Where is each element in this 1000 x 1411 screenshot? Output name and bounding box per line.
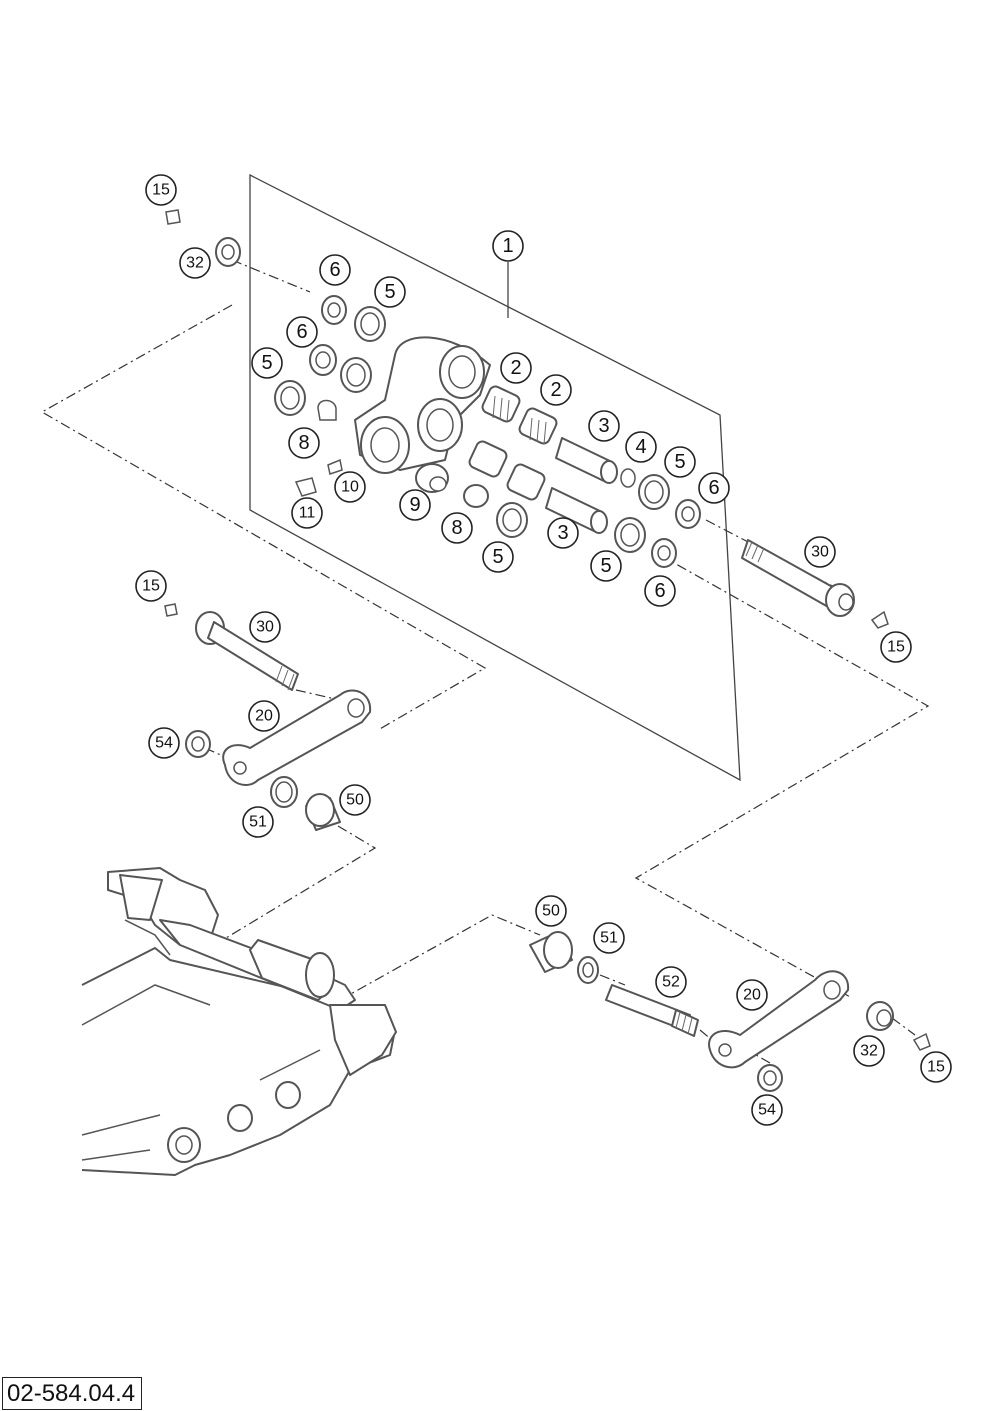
svg-text:51: 51 (249, 814, 267, 831)
svg-text:1: 1 (502, 235, 513, 257)
callout-30: 30 (249, 611, 281, 643)
svg-text:10: 10 (341, 479, 359, 496)
callout-8: 8 (288, 427, 320, 459)
callout-6: 6 (644, 575, 676, 607)
callout-20: 20 (248, 700, 280, 732)
diagram-reference-code: 02-584.04.4 (2, 1377, 143, 1410)
callout-1: 1 (492, 230, 524, 262)
svg-text:3: 3 (557, 522, 568, 544)
callout-20: 20 (736, 979, 768, 1011)
grease-nipple-15-bottom (912, 1032, 931, 1051)
svg-text:5: 5 (674, 451, 685, 473)
svg-text:52: 52 (662, 974, 680, 991)
svg-text:32: 32 (860, 1043, 878, 1060)
callout-5: 5 (482, 541, 514, 573)
bolt-30-left (164, 603, 299, 691)
callout-52: 52 (655, 966, 687, 998)
callout-15: 15 (145, 174, 177, 206)
frame-section (81, 867, 397, 1176)
svg-text:30: 30 (811, 544, 829, 561)
callout-51: 51 (593, 922, 625, 954)
svg-text:30: 30 (256, 619, 274, 636)
callout-51: 51 (242, 806, 274, 838)
grease-nipple-15-top (165, 209, 181, 225)
nut-54-right (757, 1064, 783, 1092)
bearing-seals-left (274, 295, 386, 416)
svg-text:6: 6 (329, 259, 340, 281)
callout-15: 15 (880, 631, 912, 663)
nut-32-top (215, 237, 241, 267)
callout-50: 50 (535, 895, 567, 927)
svg-text:6: 6 (654, 580, 665, 602)
svg-text:50: 50 (542, 903, 560, 920)
grease-nipple-15-right (870, 610, 889, 629)
svg-text:20: 20 (743, 987, 761, 1004)
svg-text:20: 20 (255, 708, 273, 725)
bushing-50-51-right (529, 931, 599, 984)
nut-54-left (185, 730, 211, 758)
callout-15: 15 (135, 570, 167, 602)
callout-3: 3 (547, 517, 579, 549)
svg-text:3: 3 (598, 415, 609, 437)
svg-text:15: 15 (927, 1059, 945, 1076)
callout-6: 6 (698, 472, 730, 504)
svg-text:50: 50 (346, 792, 364, 809)
callout-5: 5 (251, 347, 283, 379)
svg-text:5: 5 (492, 546, 503, 568)
svg-text:6: 6 (296, 321, 307, 343)
svg-text:4: 4 (635, 436, 646, 458)
callout-32: 32 (179, 247, 211, 279)
callout-11: 11 (291, 497, 323, 529)
callout-5: 5 (374, 276, 406, 308)
bolt-30-right (741, 539, 855, 617)
callout-54: 54 (148, 727, 180, 759)
bushing-50-51-left (270, 776, 341, 831)
nut-32-right (866, 1001, 894, 1031)
svg-text:15: 15 (152, 182, 170, 199)
callout-2: 2 (540, 374, 572, 406)
callout-5: 5 (590, 550, 622, 582)
callout-50: 50 (339, 784, 371, 816)
callout-15: 15 (920, 1051, 952, 1083)
callout-54: 54 (751, 1094, 783, 1126)
svg-text:15: 15 (887, 639, 905, 656)
callout-10: 10 (334, 471, 366, 503)
svg-text:2: 2 (550, 379, 561, 401)
svg-text:6: 6 (708, 477, 719, 499)
callout-6: 6 (319, 254, 351, 286)
svg-text:32: 32 (186, 255, 204, 272)
sleeves (545, 437, 618, 534)
svg-text:8: 8 (298, 432, 309, 454)
callout-9: 9 (399, 489, 431, 521)
callout-5: 5 (664, 446, 696, 478)
alignment-lines (40, 259, 930, 1064)
svg-text:5: 5 (261, 352, 272, 374)
small-hardware (294, 399, 489, 508)
callout-6: 6 (286, 316, 318, 348)
callout-32: 32 (853, 1035, 885, 1067)
callout-8: 8 (441, 512, 473, 544)
link-rod-20-left (222, 689, 372, 786)
bolt-52 (605, 984, 699, 1037)
svg-text:8: 8 (451, 517, 462, 539)
svg-text:2: 2 (510, 357, 521, 379)
bearing-seals-right (496, 468, 701, 568)
svg-text:15: 15 (142, 578, 160, 595)
svg-text:5: 5 (384, 281, 395, 303)
assembly-frame (249, 173, 741, 782)
callout-3: 3 (588, 410, 620, 442)
svg-text:54: 54 (758, 1102, 776, 1119)
needle-bearings (468, 385, 558, 501)
callout-2: 2 (500, 352, 532, 384)
svg-text:9: 9 (409, 494, 420, 516)
link-rod-20-right (708, 970, 850, 1069)
svg-text:54: 54 (155, 735, 173, 752)
svg-text:5: 5 (600, 555, 611, 577)
svg-text:11: 11 (299, 505, 316, 522)
callout-30: 30 (804, 536, 836, 568)
svg-text:51: 51 (600, 930, 618, 947)
link-lever-body (354, 336, 491, 474)
callout-4: 4 (625, 431, 657, 463)
